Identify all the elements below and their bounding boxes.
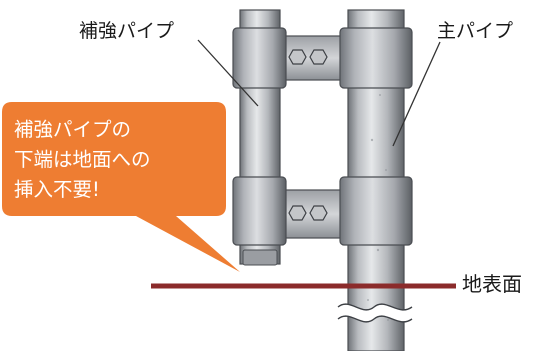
upper-clamp [232, 27, 413, 89]
ground-surface-label: 地表面 [462, 272, 522, 296]
reinforcement-pipe-label: 補強パイプ [79, 20, 175, 42]
hex-nut-icon [309, 205, 328, 221]
callout-line: 下端は地面への [14, 148, 151, 171]
lower-clamp [232, 176, 413, 246]
pipe-break-icon [337, 303, 413, 323]
main-leader-line [392, 41, 441, 147]
main-pipe-label: 主パイプ [437, 20, 514, 42]
reinforce-leader-line [197, 39, 259, 107]
callout-bubble [2, 102, 240, 272]
hex-nut-icon [288, 49, 307, 65]
callout-text: 補強パイプの 下端は地面への 挿入不要! [14, 115, 214, 205]
callout-line: 挿入不要! [14, 178, 100, 201]
callout-line: 補強パイプの [14, 118, 132, 141]
hex-nut-icon [288, 205, 307, 221]
hex-nut-icon [309, 49, 328, 65]
